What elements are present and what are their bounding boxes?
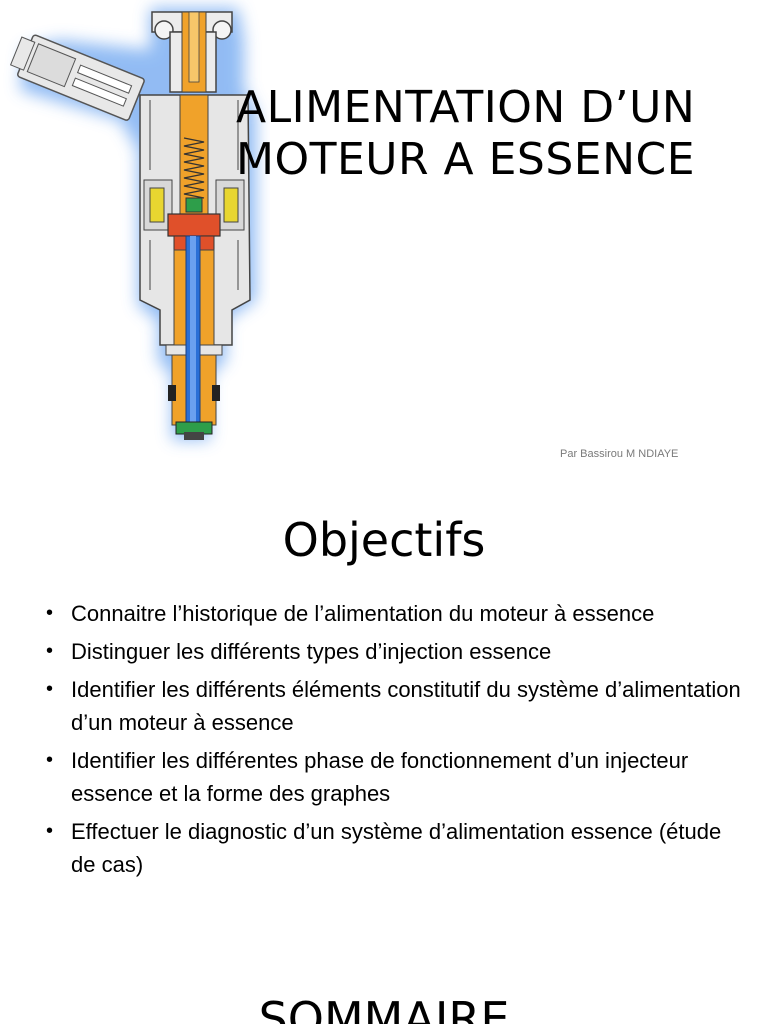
bullet-icon: • bbox=[46, 820, 54, 842]
summary-title: SOMMAIRE bbox=[258, 992, 510, 1024]
title-line-2: MOTEUR A ESSENCE bbox=[236, 134, 696, 185]
summary-slide: SOMMAIRE bbox=[0, 985, 768, 1024]
fuel-injector-diagram bbox=[9, 8, 256, 440]
list-item: •Identifier les différentes phase de fon… bbox=[46, 744, 746, 810]
bullet-icon: • bbox=[46, 640, 54, 662]
author-credit: Par Bassirou M NDIAYE bbox=[560, 448, 679, 460]
list-item: •Effectuer le diagnostic d’un système d’… bbox=[46, 815, 746, 881]
title-line-1: ALIMENTATION D’UN bbox=[236, 82, 696, 133]
objectives-slide: Objectifs •Connaitre l’historique de l’a… bbox=[0, 480, 768, 980]
objectives-title: Objectifs bbox=[282, 513, 486, 567]
bullet-icon: • bbox=[46, 678, 54, 700]
list-item: •Distinguer les différents types d’injec… bbox=[46, 635, 746, 668]
presentation-title: ALIMENTATION D’UN MOTEUR A ESSENCE bbox=[236, 82, 736, 186]
title-slide: ALIMENTATION D’UN MOTEUR A ESSENCE Par B… bbox=[0, 0, 768, 470]
list-item: •Connaitre l’historique de l’alimentatio… bbox=[46, 597, 746, 630]
bullet-icon: • bbox=[46, 602, 54, 624]
objectives-list: •Connaitre l’historique de l’alimentatio… bbox=[46, 597, 746, 886]
bullet-icon: • bbox=[46, 749, 54, 771]
list-item: •Identifier les différents éléments cons… bbox=[46, 673, 746, 739]
